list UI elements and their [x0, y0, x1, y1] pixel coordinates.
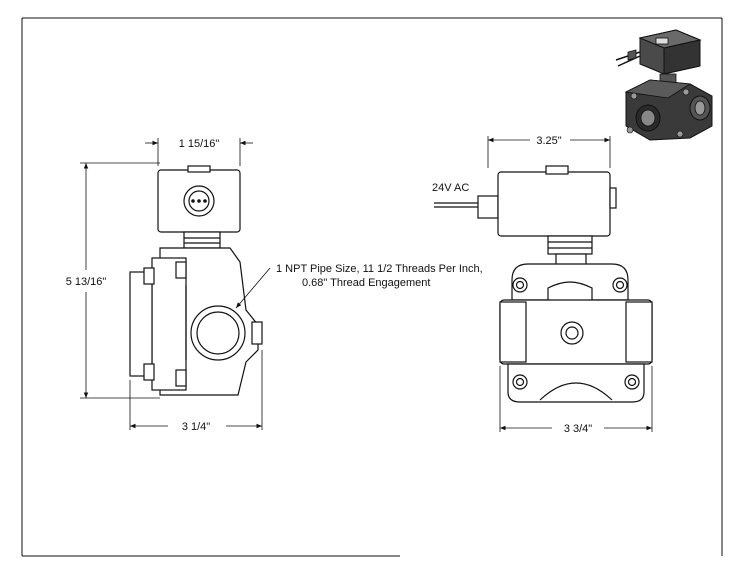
dim-front-top-label: 3.25": [536, 135, 561, 147]
dim-side-top-label: 1 15/16": [179, 138, 220, 150]
dim-side-top: [145, 138, 253, 166]
dim-front-bottom-label: 3 3/4": [564, 423, 592, 435]
front-coil: [497, 171, 611, 237]
pipe-note-line1: 1 NPT Pipe Size, 11 1/2 Threads Per Inch…: [276, 263, 483, 275]
side-view: [129, 165, 263, 396]
front-view: [434, 165, 653, 403]
pipe-note-leader: [235, 267, 271, 309]
pipe-note-line2: 0.68" Thread Engagement: [302, 277, 430, 289]
isometric-valve-image: [615, 29, 713, 141]
dim-side-bottom: [129, 350, 263, 430]
dim-side-height-label: 5 13/16": [66, 276, 107, 288]
dim-side-height: [80, 162, 160, 399]
voltage-label: 24V AC: [432, 182, 469, 194]
dim-side-bottom-label: 3 1/4": [182, 421, 210, 433]
dim-front-bottom: [499, 366, 653, 432]
sheet-border: [21, 17, 723, 557]
dim-front-top: [487, 136, 611, 168]
